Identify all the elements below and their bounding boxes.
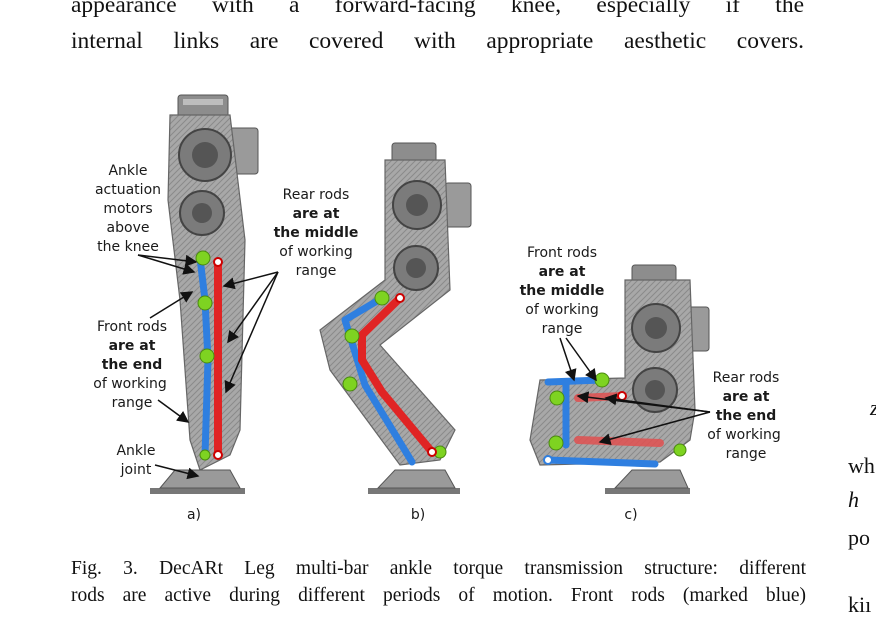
body-text-line-1: appearance with a forward-facing knee, e… <box>71 0 804 18</box>
panel-label-c: c) <box>624 507 637 523</box>
ankle-motors-l5: the knee <box>97 239 159 255</box>
joint-c2 <box>549 390 565 406</box>
joint-a3 <box>199 348 215 364</box>
rear-middle-l3: range <box>296 263 337 279</box>
front-end-b1: are at <box>109 338 156 354</box>
label-rear-rods-end: Rear rods are at the end of working rang… <box>707 370 780 462</box>
body-text-line-2: internal links are covered with appropri… <box>71 28 804 54</box>
joint-b2 <box>344 328 360 344</box>
label-rear-rods-middle: Rear rods are at the middle of working r… <box>274 187 359 279</box>
front-middle-l3: range <box>542 321 583 337</box>
right-column-fragment-wh: wh <box>848 453 875 478</box>
front-middle-l2: of working <box>525 302 598 318</box>
rear-middle-b1: are at <box>293 206 340 222</box>
rear-end-b1: are at <box>723 389 770 405</box>
rear-middle-l1: Rear rods <box>283 187 350 203</box>
front-end-l1: Front rods <box>97 319 167 335</box>
leg-b <box>319 142 472 494</box>
ankle-motors-l2: actuation <box>95 182 161 198</box>
rear-rod-b <box>358 294 436 456</box>
right-column-fragment-h: h <box>848 487 859 512</box>
front-rod-a <box>196 254 212 459</box>
panel-label-a: a) <box>187 507 201 523</box>
joint-c3 <box>548 435 564 451</box>
ankle-joint-l1: Ankle <box>116 443 155 459</box>
foot-b <box>368 488 460 494</box>
joint-b1 <box>374 290 390 306</box>
annotation-arrows <box>137 254 711 480</box>
front-middle-l1: Front rods <box>527 245 597 261</box>
joint-a2 <box>197 295 213 311</box>
foot-a <box>150 488 245 494</box>
ankle-motors-l4: above <box>107 220 150 236</box>
front-end-b2: the end <box>102 357 163 373</box>
label-ankle-motors: Ankle actuation motors above the knee <box>95 163 161 255</box>
figure-caption-line-1: Fig. 3. DecARt Leg multi-bar ankle torqu… <box>71 558 806 579</box>
rear-end-b2: the end <box>716 408 777 424</box>
figure-caption-line-2: rods are active during different periods… <box>71 585 806 606</box>
right-column-fragment-po: po <box>848 525 870 550</box>
rear-end-l3: range <box>726 446 767 462</box>
foot-c <box>605 488 690 494</box>
rear-middle-b2: the middle <box>274 225 359 241</box>
joint-b3 <box>342 376 358 392</box>
label-front-rods-middle: Front rods are at the middle of working … <box>520 245 605 337</box>
label-front-rods-end: Front rods are at the end of working ran… <box>93 319 167 411</box>
ankle-motors-l1: Ankle <box>108 163 147 179</box>
rear-end-l1: Rear rods <box>713 370 780 386</box>
motor-side-b <box>444 182 472 228</box>
ankle-joint-l2: joint <box>120 462 152 478</box>
ankle-motors-l3: motors <box>103 201 152 217</box>
right-column-fragment-ki: kiı <box>848 592 872 617</box>
panel-labels: a) b) c) <box>187 507 638 523</box>
joint-a1 <box>195 250 211 266</box>
rear-middle-l2: of working <box>279 244 352 260</box>
panel-label-b: b) <box>411 507 425 523</box>
leg-a <box>150 94 259 494</box>
right-column-fragment-z: z <box>870 395 876 421</box>
joint-c1 <box>594 372 610 388</box>
leg-c <box>529 264 710 494</box>
front-middle-b1: are at <box>539 264 586 280</box>
label-ankle-joint: Ankle joint <box>116 443 155 478</box>
front-middle-b2: the middle <box>520 283 605 299</box>
front-end-l2: of working <box>93 376 166 392</box>
rear-end-l2: of working <box>707 427 780 443</box>
front-end-l3: range <box>112 395 153 411</box>
